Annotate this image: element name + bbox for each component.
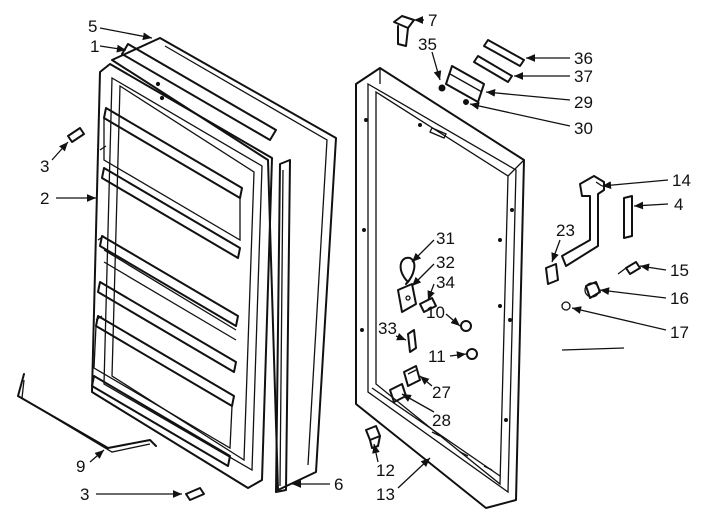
label-part-31: 31	[436, 229, 455, 248]
label-part-36: 36	[574, 49, 593, 68]
outer-door-panel	[355, 67, 525, 509]
screw-top	[67, 127, 85, 143]
label-part-12: 12	[376, 461, 395, 480]
hinge-block-28	[389, 383, 407, 403]
label-part-16: 16	[670, 289, 689, 308]
label-part-13: 13	[376, 485, 395, 504]
clip-35	[438, 84, 446, 92]
label-part-34: 34	[436, 273, 455, 292]
label-part-10: 10	[426, 303, 445, 322]
label-part-17: 17	[670, 323, 689, 342]
label-part-32: 32	[436, 253, 455, 272]
liner-shelf-1	[103, 107, 243, 199]
door-handle	[561, 175, 605, 267]
leader-lines	[51, 16, 669, 498]
lock-cylinder	[584, 281, 601, 299]
label-part-3-bottom: 3	[80, 485, 89, 504]
trim-strip-29	[445, 65, 485, 103]
label-part-30: 30	[574, 119, 593, 138]
label-part-37: 37	[574, 67, 593, 86]
liner-shell	[91, 63, 273, 489]
button-11	[466, 348, 478, 360]
label-part-28: 28	[432, 411, 451, 430]
label-part-4: 4	[674, 195, 683, 214]
label-part-7: 7	[428, 11, 437, 30]
door-gasket-strip	[275, 159, 291, 493]
label-part-27: 27	[432, 383, 451, 402]
liner-shelf-bottom	[91, 375, 231, 467]
lock-washer	[561, 301, 571, 311]
trim-strip-36	[483, 39, 525, 67]
screw-bottom	[185, 487, 205, 501]
liner-shelf-3	[99, 235, 239, 327]
label-part-6: 6	[334, 475, 343, 494]
shelf-retainer-bar	[17, 373, 157, 453]
label-part-35: 35	[418, 35, 437, 54]
label-part-11: 11	[428, 347, 446, 366]
lock-key	[617, 261, 641, 275]
clip-30	[463, 99, 469, 105]
breaker-strip-top	[121, 43, 277, 141]
label-part-3-top: 3	[40, 157, 49, 176]
label-part-9: 9	[76, 457, 85, 476]
handle-mount	[545, 263, 559, 285]
label-part-2: 2	[40, 189, 49, 208]
wire-harness-31	[399, 256, 416, 285]
door-liner-assembly	[91, 37, 337, 491]
label-part-5: 5	[88, 17, 97, 36]
label-part-23: 23	[556, 221, 575, 240]
label-part-15: 15	[670, 261, 689, 280]
hinge-pin-top	[393, 15, 415, 47]
callout-labels: 5 1 3 2 9 3 6 7 35 36 37 29 30 14 4 23 1…	[40, 11, 691, 504]
label-part-33: 33	[378, 319, 397, 338]
trim-strip-37	[473, 55, 513, 83]
screw-33	[407, 329, 417, 353]
handle-insert	[623, 195, 633, 239]
door-panel-outline	[111, 37, 337, 491]
liner-shelf-2	[101, 167, 241, 259]
label-part-29: 29	[574, 93, 593, 112]
bracket-32	[397, 283, 417, 313]
hinge-pin-bottom	[365, 425, 381, 449]
liner-shelf-4	[97, 281, 237, 373]
liner-shelf-5	[95, 315, 235, 407]
button-10	[460, 320, 472, 332]
label-part-14: 14	[672, 171, 691, 190]
label-part-1: 1	[90, 37, 99, 56]
hinge-block-27	[403, 365, 421, 387]
